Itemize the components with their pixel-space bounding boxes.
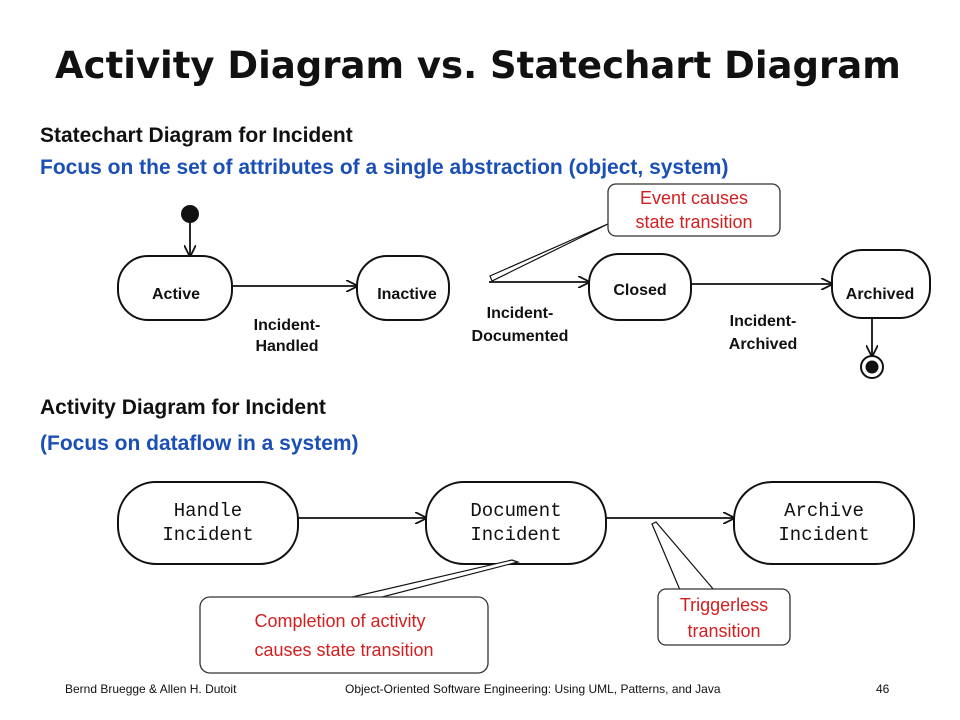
footer-authors: Bernd Bruegge & Allen H. Dutoit	[65, 682, 237, 696]
transition-label-documented-1: Incident-	[487, 305, 554, 322]
state-active	[117, 255, 233, 321]
note-triggerless-line1: Triggerless	[680, 595, 768, 615]
footer-page-number: 46	[876, 682, 890, 696]
activity-document-label-1: Document	[470, 500, 561, 522]
statechart-diagram: Active Inactive Closed Archived Incident…	[117, 183, 931, 379]
note-event-line1: Event causes	[640, 188, 748, 208]
activity-document-label-2: Incident	[470, 524, 561, 546]
state-closed-label: Closed	[613, 282, 666, 299]
note-event-callout	[489, 222, 611, 282]
note-triggerless-callout	[651, 521, 716, 591]
note-triggerless-box	[657, 588, 791, 646]
activity-diagram: Handle Incident Document Incident Archiv…	[117, 481, 915, 674]
note-event-line2: state transition	[635, 212, 752, 232]
transition-label-handled-1: Incident-	[254, 317, 321, 334]
activity-heading: Activity Diagram for Incident	[40, 396, 326, 419]
statechart-subheading: Focus on the set of attributes of a sing…	[40, 156, 729, 179]
activity-archive-label-2: Incident	[778, 524, 869, 546]
note-completion-box	[199, 596, 489, 674]
note-completion-line1: Completion of activity	[254, 611, 425, 631]
footer-book-title: Object-Oriented Software Engineering: Us…	[345, 682, 721, 696]
page-title: Activity Diagram vs. Statechart Diagram	[55, 44, 901, 87]
activity-handle-label-2: Incident	[162, 524, 253, 546]
activity-archive-incident	[733, 481, 915, 565]
activity-document-incident	[425, 481, 607, 565]
note-completion-callout	[347, 559, 521, 599]
state-archived	[831, 249, 931, 319]
state-active-label: Active	[152, 286, 200, 303]
final-state-dot	[865, 360, 879, 374]
initial-state-node	[181, 205, 199, 223]
state-inactive-label: Inactive	[377, 286, 437, 303]
statechart-heading: Statechart Diagram for Incident	[40, 124, 353, 147]
state-archived-label: Archived	[846, 286, 914, 303]
activity-archive-label-1: Archive	[784, 500, 864, 522]
transition-label-documented-2: Documented	[472, 328, 569, 345]
note-completion-line2: causes state transition	[254, 640, 433, 660]
transition-label-archived-1: Incident-	[730, 313, 797, 330]
transition-label-archived-2: Archived	[729, 336, 797, 353]
note-triggerless-line2: transition	[687, 621, 760, 641]
activity-subheading: (Focus on dataflow in a system)	[40, 432, 359, 455]
transition-label-handled-2: Handled	[255, 338, 318, 355]
activity-handle-label-1: Handle	[174, 500, 242, 522]
activity-handle-incident	[117, 481, 299, 565]
note-event-box	[607, 183, 781, 237]
